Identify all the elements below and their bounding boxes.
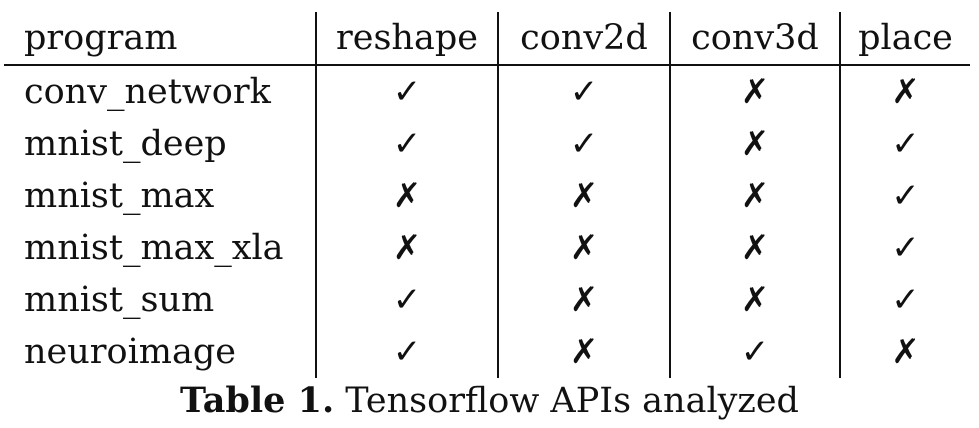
table-row: conv_network ✓ ✓ ✗ ✗ bbox=[4, 65, 970, 118]
reshape-cell: ✗ bbox=[315, 170, 498, 222]
table-caption: Table 1. Tensorflow APIs analyzed bbox=[0, 378, 979, 424]
table-row: mnist_max_xla ✗ ✗ ✗ ✓ bbox=[4, 222, 970, 274]
reshape-cell: ✓ bbox=[315, 65, 498, 118]
header-program: program bbox=[4, 12, 316, 66]
program-name: neuroimage bbox=[24, 332, 236, 372]
header-conv3d: conv3d bbox=[669, 12, 840, 66]
conv3d-cell: ✗ bbox=[669, 222, 840, 274]
program-name: mnist_max_xla bbox=[24, 228, 284, 268]
conv3d-cell: ✗ bbox=[669, 118, 840, 170]
conv2d-cell: ✗ bbox=[497, 170, 670, 222]
place-cell: ✗ bbox=[839, 65, 970, 118]
caption-label: Table 1. bbox=[180, 380, 335, 421]
program-name: conv_network bbox=[24, 72, 271, 112]
conv3d-cell: ✗ bbox=[669, 65, 840, 118]
conv3d-cell: ✗ bbox=[669, 274, 840, 326]
place-cell: ✗ bbox=[839, 326, 970, 378]
table-row: neuroimage ✓ ✗ ✓ ✗ bbox=[4, 326, 970, 378]
table-row: mnist_max ✗ ✗ ✗ ✓ bbox=[4, 170, 970, 222]
reshape-cell: ✓ bbox=[315, 274, 498, 326]
api-table-container: program reshape conv2d conv3d place conv… bbox=[4, 12, 970, 378]
conv2d-cell: ✗ bbox=[497, 326, 670, 378]
program-name: mnist_max bbox=[24, 176, 215, 216]
table-row: mnist_sum ✓ ✗ ✗ ✓ bbox=[4, 274, 970, 326]
conv2d-cell: ✓ bbox=[497, 65, 670, 118]
reshape-cell: ✓ bbox=[315, 326, 498, 378]
conv3d-cell: ✗ bbox=[669, 170, 840, 222]
place-cell: ✓ bbox=[839, 274, 970, 326]
header-reshape: reshape bbox=[315, 12, 498, 66]
header-conv2d: conv2d bbox=[497, 12, 670, 66]
conv2d-cell: ✗ bbox=[497, 222, 670, 274]
reshape-cell: ✗ bbox=[315, 222, 498, 274]
place-cell: ✓ bbox=[839, 118, 970, 170]
conv3d-cell: ✓ bbox=[669, 326, 840, 378]
program-name: mnist_sum bbox=[24, 280, 215, 320]
program-name: mnist_deep bbox=[24, 124, 227, 164]
header-row: program reshape conv2d conv3d place bbox=[4, 12, 970, 66]
api-table: program reshape conv2d conv3d place conv… bbox=[4, 12, 970, 378]
reshape-cell: ✓ bbox=[315, 118, 498, 170]
caption-text: Tensorflow APIs analyzed bbox=[334, 381, 799, 421]
place-cell: ✓ bbox=[839, 222, 970, 274]
header-place: place bbox=[839, 12, 970, 66]
table-row: mnist_deep ✓ ✓ ✗ ✓ bbox=[4, 118, 970, 170]
conv2d-cell: ✓ bbox=[497, 118, 670, 170]
place-cell: ✓ bbox=[839, 170, 970, 222]
conv2d-cell: ✗ bbox=[497, 274, 670, 326]
